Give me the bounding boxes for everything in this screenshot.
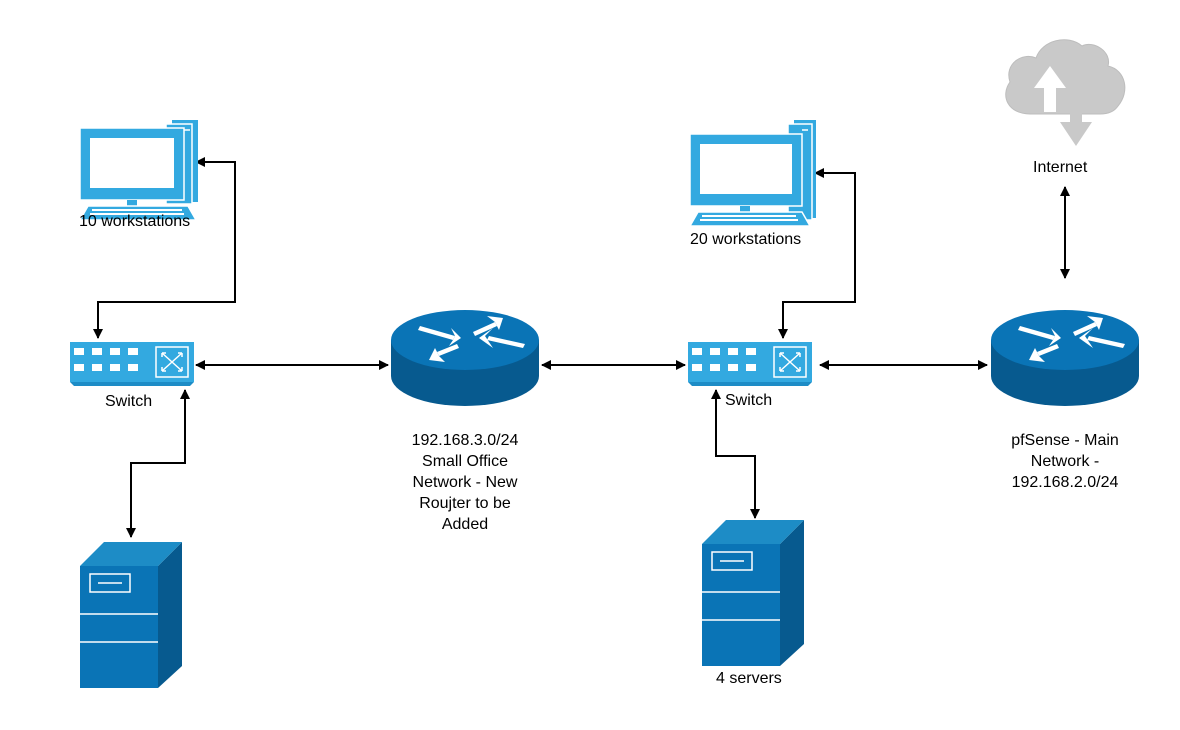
router-office-label-line: Added [441,516,489,533]
router-office-label-line: Roujter to be [419,495,511,512]
router-office-label: 192.168.3.0/24 Small Office Network - Ne… [385,430,545,535]
server-tower-icon [80,542,182,688]
network-switch-icon [70,342,194,386]
switch-right-label: Switch [725,392,773,409]
workstations-left-label: 10 workstations [79,213,191,230]
internet-label: Internet [1033,159,1088,176]
router-pfsense-label-line: pfSense - Main [1011,432,1119,449]
cloud-icon [1005,39,1126,146]
router-office-label-line: Small Office [422,453,508,470]
router-pfsense-label-line: 192.168.2.0/24 [1011,474,1119,491]
network-switch-icon [688,342,812,386]
router-pfsense-label-line: Network - [1030,453,1100,470]
servers-right-label: 4 servers [716,670,782,687]
router-pfsense-label: pfSense - Main Network - 192.168.2.0/24 [985,430,1145,493]
router-icon [391,310,539,406]
connector-right-workstations-switch [778,168,856,339]
connector-left-switch-server [126,389,190,538]
desktop-computer-icon [688,120,816,227]
connectors [93,157,1070,538]
server-tower-icon [702,520,804,666]
router-icon [991,310,1139,406]
workstations-right-label: 20 workstations [690,231,802,248]
router-office-label-line: 192.168.3.0/24 [411,432,519,449]
switch-left-label: Switch [105,393,153,410]
router-office-label-line: Network - New [412,474,518,491]
desktop-computer-icon [78,120,198,221]
connector-right-switch-servers [711,389,760,519]
connector-left-workstations-switch [93,157,236,339]
